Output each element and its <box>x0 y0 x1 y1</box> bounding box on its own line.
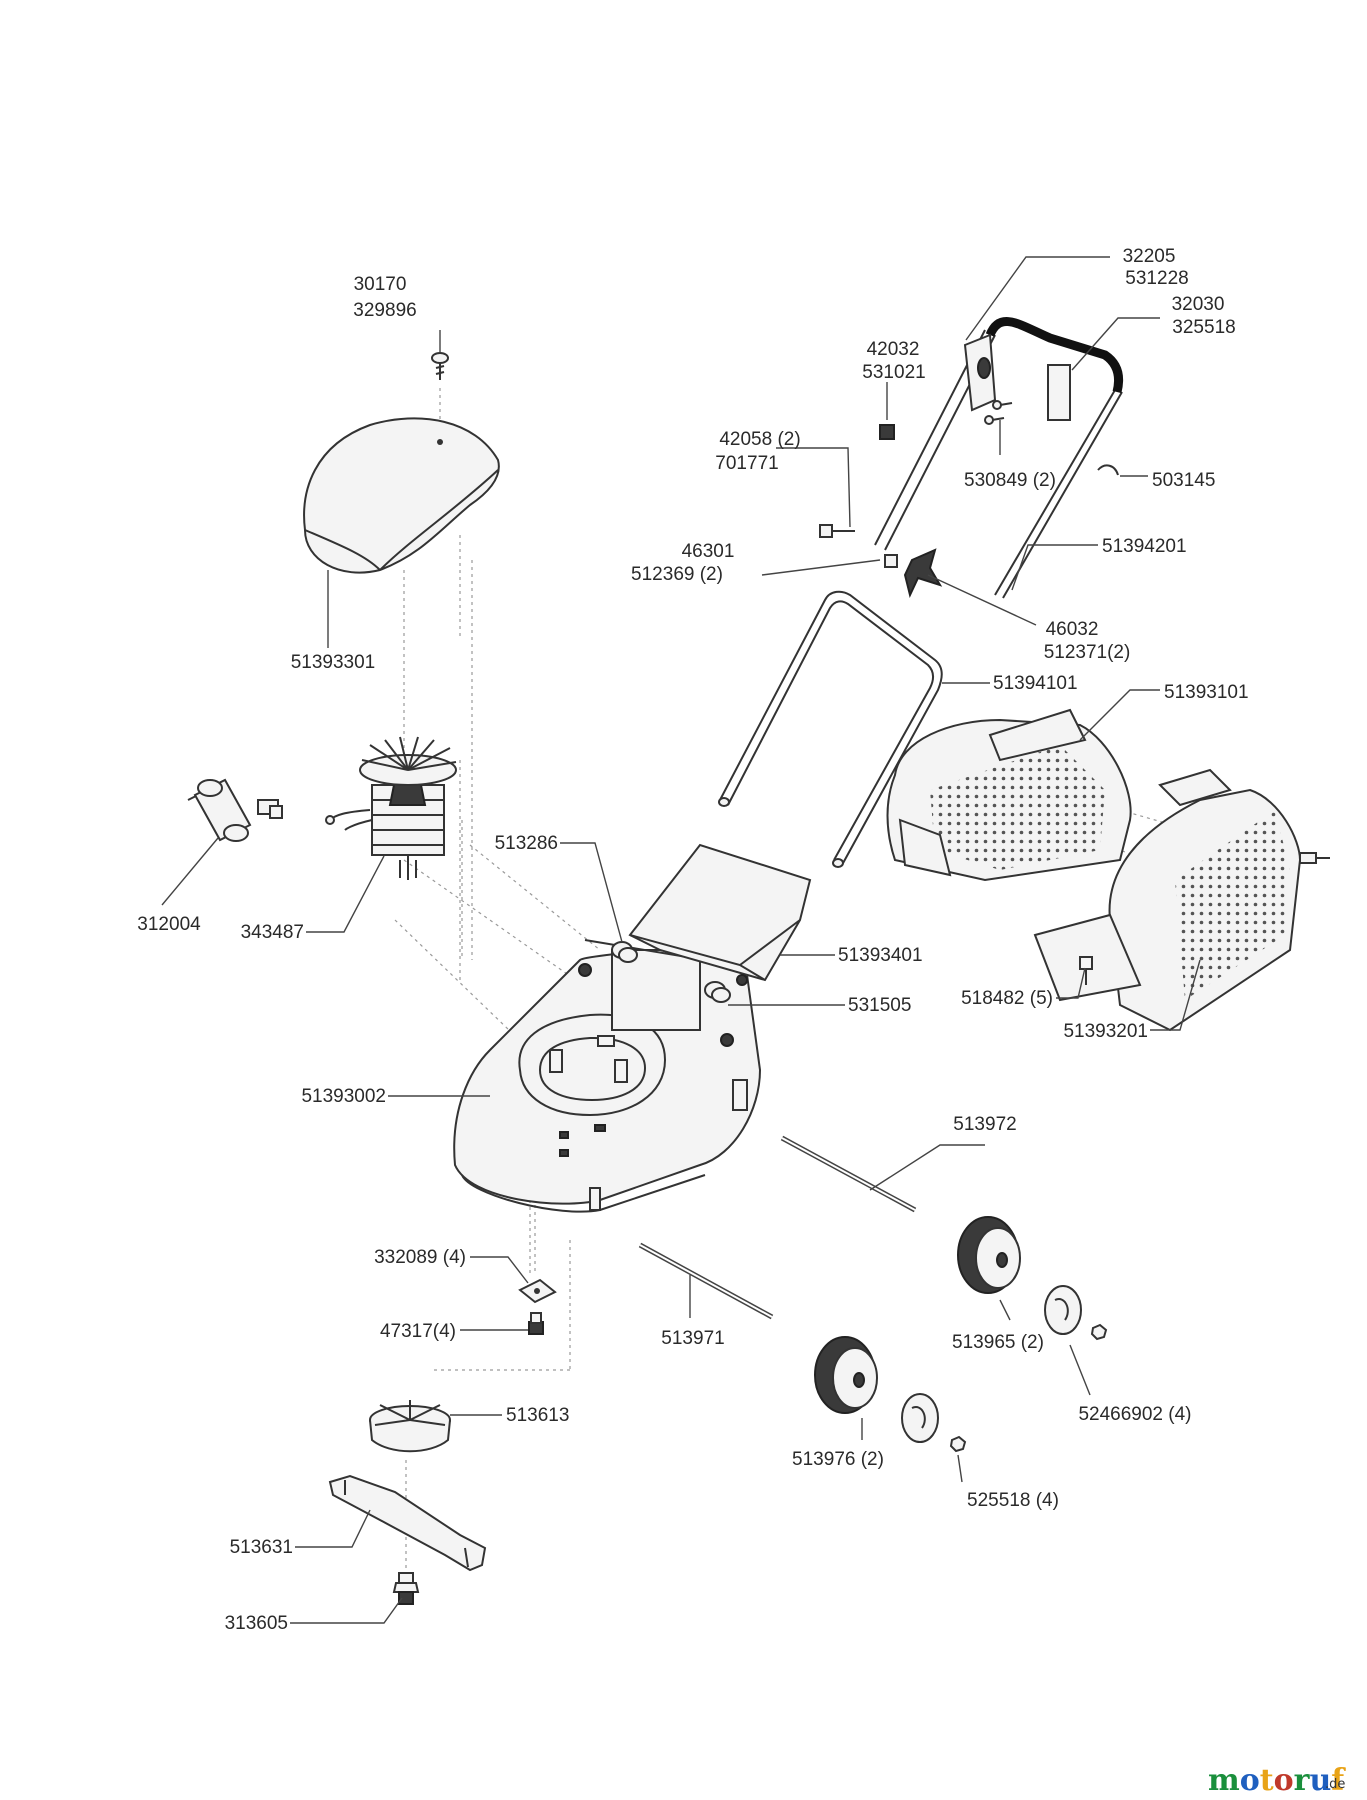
label-525518: 525518 (4) <box>967 1490 1059 1511</box>
handle-fixings <box>819 400 1119 598</box>
label-325518: 325518 <box>1172 317 1235 338</box>
label-32030: 32030 <box>1172 294 1225 315</box>
upper-handle <box>874 317 1123 599</box>
rear-wheel <box>957 1216 1021 1294</box>
label-51394201: 51394201 <box>1102 536 1187 557</box>
label-51393002: 51393002 <box>301 1086 386 1107</box>
top-cover-screw <box>431 352 449 380</box>
front-hubcap <box>901 1393 967 1453</box>
label-329896: 329896 <box>353 300 416 321</box>
flap-springs <box>611 941 731 1003</box>
label-51394101: 51394101 <box>993 673 1078 694</box>
label-530849: 530849 (2) <box>964 470 1056 491</box>
motor-cover <box>303 417 500 574</box>
label-512371: 512371(2) <box>1044 642 1131 663</box>
label-513972: 513972 <box>953 1114 1016 1135</box>
lower-handle <box>718 590 943 868</box>
label-513965: 513965 (2) <box>952 1332 1044 1353</box>
electric-motor <box>325 736 457 880</box>
label-531021: 531021 <box>862 362 925 383</box>
label-46032: 46032 <box>1046 619 1099 640</box>
cutting-blade <box>328 1474 487 1572</box>
label-513286: 513286 <box>495 833 558 854</box>
motoruf-watermark: motoruf .de <box>1208 1763 1346 1798</box>
label-343487: 343487 <box>241 922 304 943</box>
rear-flap <box>628 843 812 986</box>
label-51393301: 51393301 <box>291 652 376 673</box>
label-332089: 332089 (4) <box>374 1247 466 1268</box>
label-512369: 512369 (2) <box>631 564 723 585</box>
label-518482: 518482 (5) <box>961 988 1053 1009</box>
watermark-suffix: .de <box>1325 1777 1345 1792</box>
label-531505: 531505 <box>848 995 911 1016</box>
rear-hubcap <box>1044 1285 1108 1341</box>
label-312004: 312004 <box>137 914 201 935</box>
grass-box-upper <box>886 708 1330 985</box>
label-513976: 513976 (2) <box>792 1449 884 1470</box>
label-51393201: 51393201 <box>1063 1021 1148 1042</box>
label-42058: 42058 (2) <box>719 429 800 450</box>
label-30170: 30170 <box>354 274 407 295</box>
label-46301: 46301 <box>682 541 735 562</box>
mower-deck <box>453 939 762 1213</box>
watermark-brand: motoruf <box>1208 1763 1346 1798</box>
blade-adapter <box>369 1400 451 1453</box>
capacitor <box>187 778 283 842</box>
label-47317: 47317(4) <box>380 1321 456 1342</box>
label-513631: 513631 <box>230 1537 293 1558</box>
label-513971: 513971 <box>661 1328 724 1349</box>
label-32205: 32205 <box>1123 246 1176 267</box>
leader-lines <box>161 256 1201 1624</box>
axles <box>638 1135 917 1320</box>
label-42032: 42032 <box>867 339 920 360</box>
label-313605: 313605 <box>225 1613 288 1634</box>
deck-fixings <box>518 1278 557 1335</box>
blade-bolt <box>392 1572 420 1605</box>
label-701771: 701771 <box>715 453 778 474</box>
label-52466902: 52466902 (4) <box>1078 1404 1191 1425</box>
label-503145: 503145 <box>1152 470 1215 491</box>
label-51393401: 51393401 <box>838 945 923 966</box>
part-labels: 30170 329896 51393301 312004 343487 5132… <box>137 246 1248 1634</box>
front-wheel <box>814 1336 878 1414</box>
label-513613: 513613 <box>506 1405 569 1426</box>
label-531228: 531228 <box>1125 268 1188 289</box>
label-51393101: 51393101 <box>1164 682 1249 703</box>
